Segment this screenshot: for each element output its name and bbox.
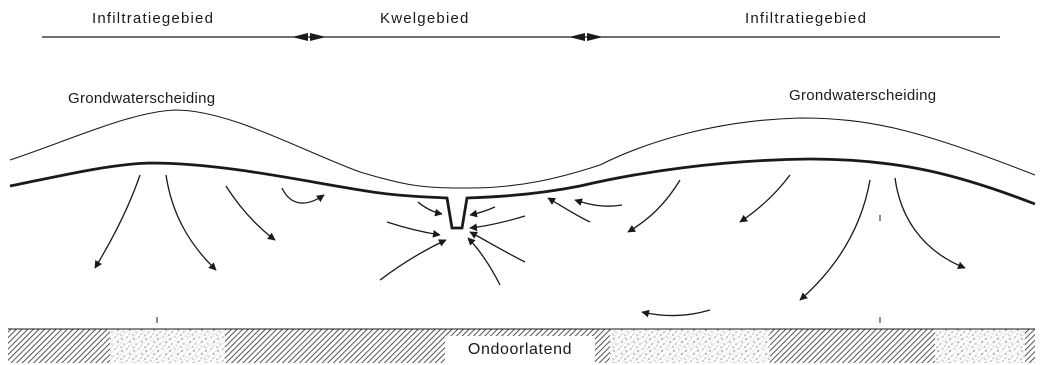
zone-boundary-line <box>42 33 1000 41</box>
zone-label-seepage: Kwelgebied <box>380 11 470 26</box>
flow-arrow <box>380 240 446 280</box>
flow-arrows <box>95 175 965 316</box>
zone-label-left-infiltration: Infiltratiegebied <box>92 11 214 26</box>
divide-label-left: Grondwaterscheiding <box>68 91 215 106</box>
divide-label-right: Grondwaterscheiding <box>789 88 936 103</box>
base-layer-label: Ondoorlatend <box>445 336 595 364</box>
flow-arrow <box>628 180 680 232</box>
groundwater-table-line <box>10 159 1035 228</box>
tick-marks <box>157 215 880 323</box>
flow-arrow <box>282 188 324 203</box>
flow-arrow <box>166 175 216 270</box>
flow-arrow <box>470 216 525 228</box>
zone-right-arrowhead-right <box>587 33 603 41</box>
flow-arrow <box>95 175 140 268</box>
flow-arrow <box>548 198 590 222</box>
zone-right-arrowhead-left <box>569 33 585 41</box>
zone-label-right-infiltration: Infiltratiegebied <box>745 11 867 26</box>
flow-arrow <box>470 232 525 262</box>
flow-arrow <box>740 175 790 222</box>
zone-left-arrowhead-right <box>310 33 326 41</box>
flow-arrow <box>575 200 622 206</box>
flow-arrow <box>470 207 495 215</box>
flow-arrow <box>226 186 275 240</box>
flow-arrow <box>468 238 500 285</box>
flow-arrow <box>387 222 440 235</box>
flow-arrow <box>642 310 710 316</box>
ground-surface-line <box>10 110 1035 188</box>
flow-arrow <box>895 178 965 268</box>
zone-left-arrowhead-left <box>292 33 308 41</box>
flow-arrow <box>418 202 442 214</box>
flow-arrow <box>800 180 870 300</box>
